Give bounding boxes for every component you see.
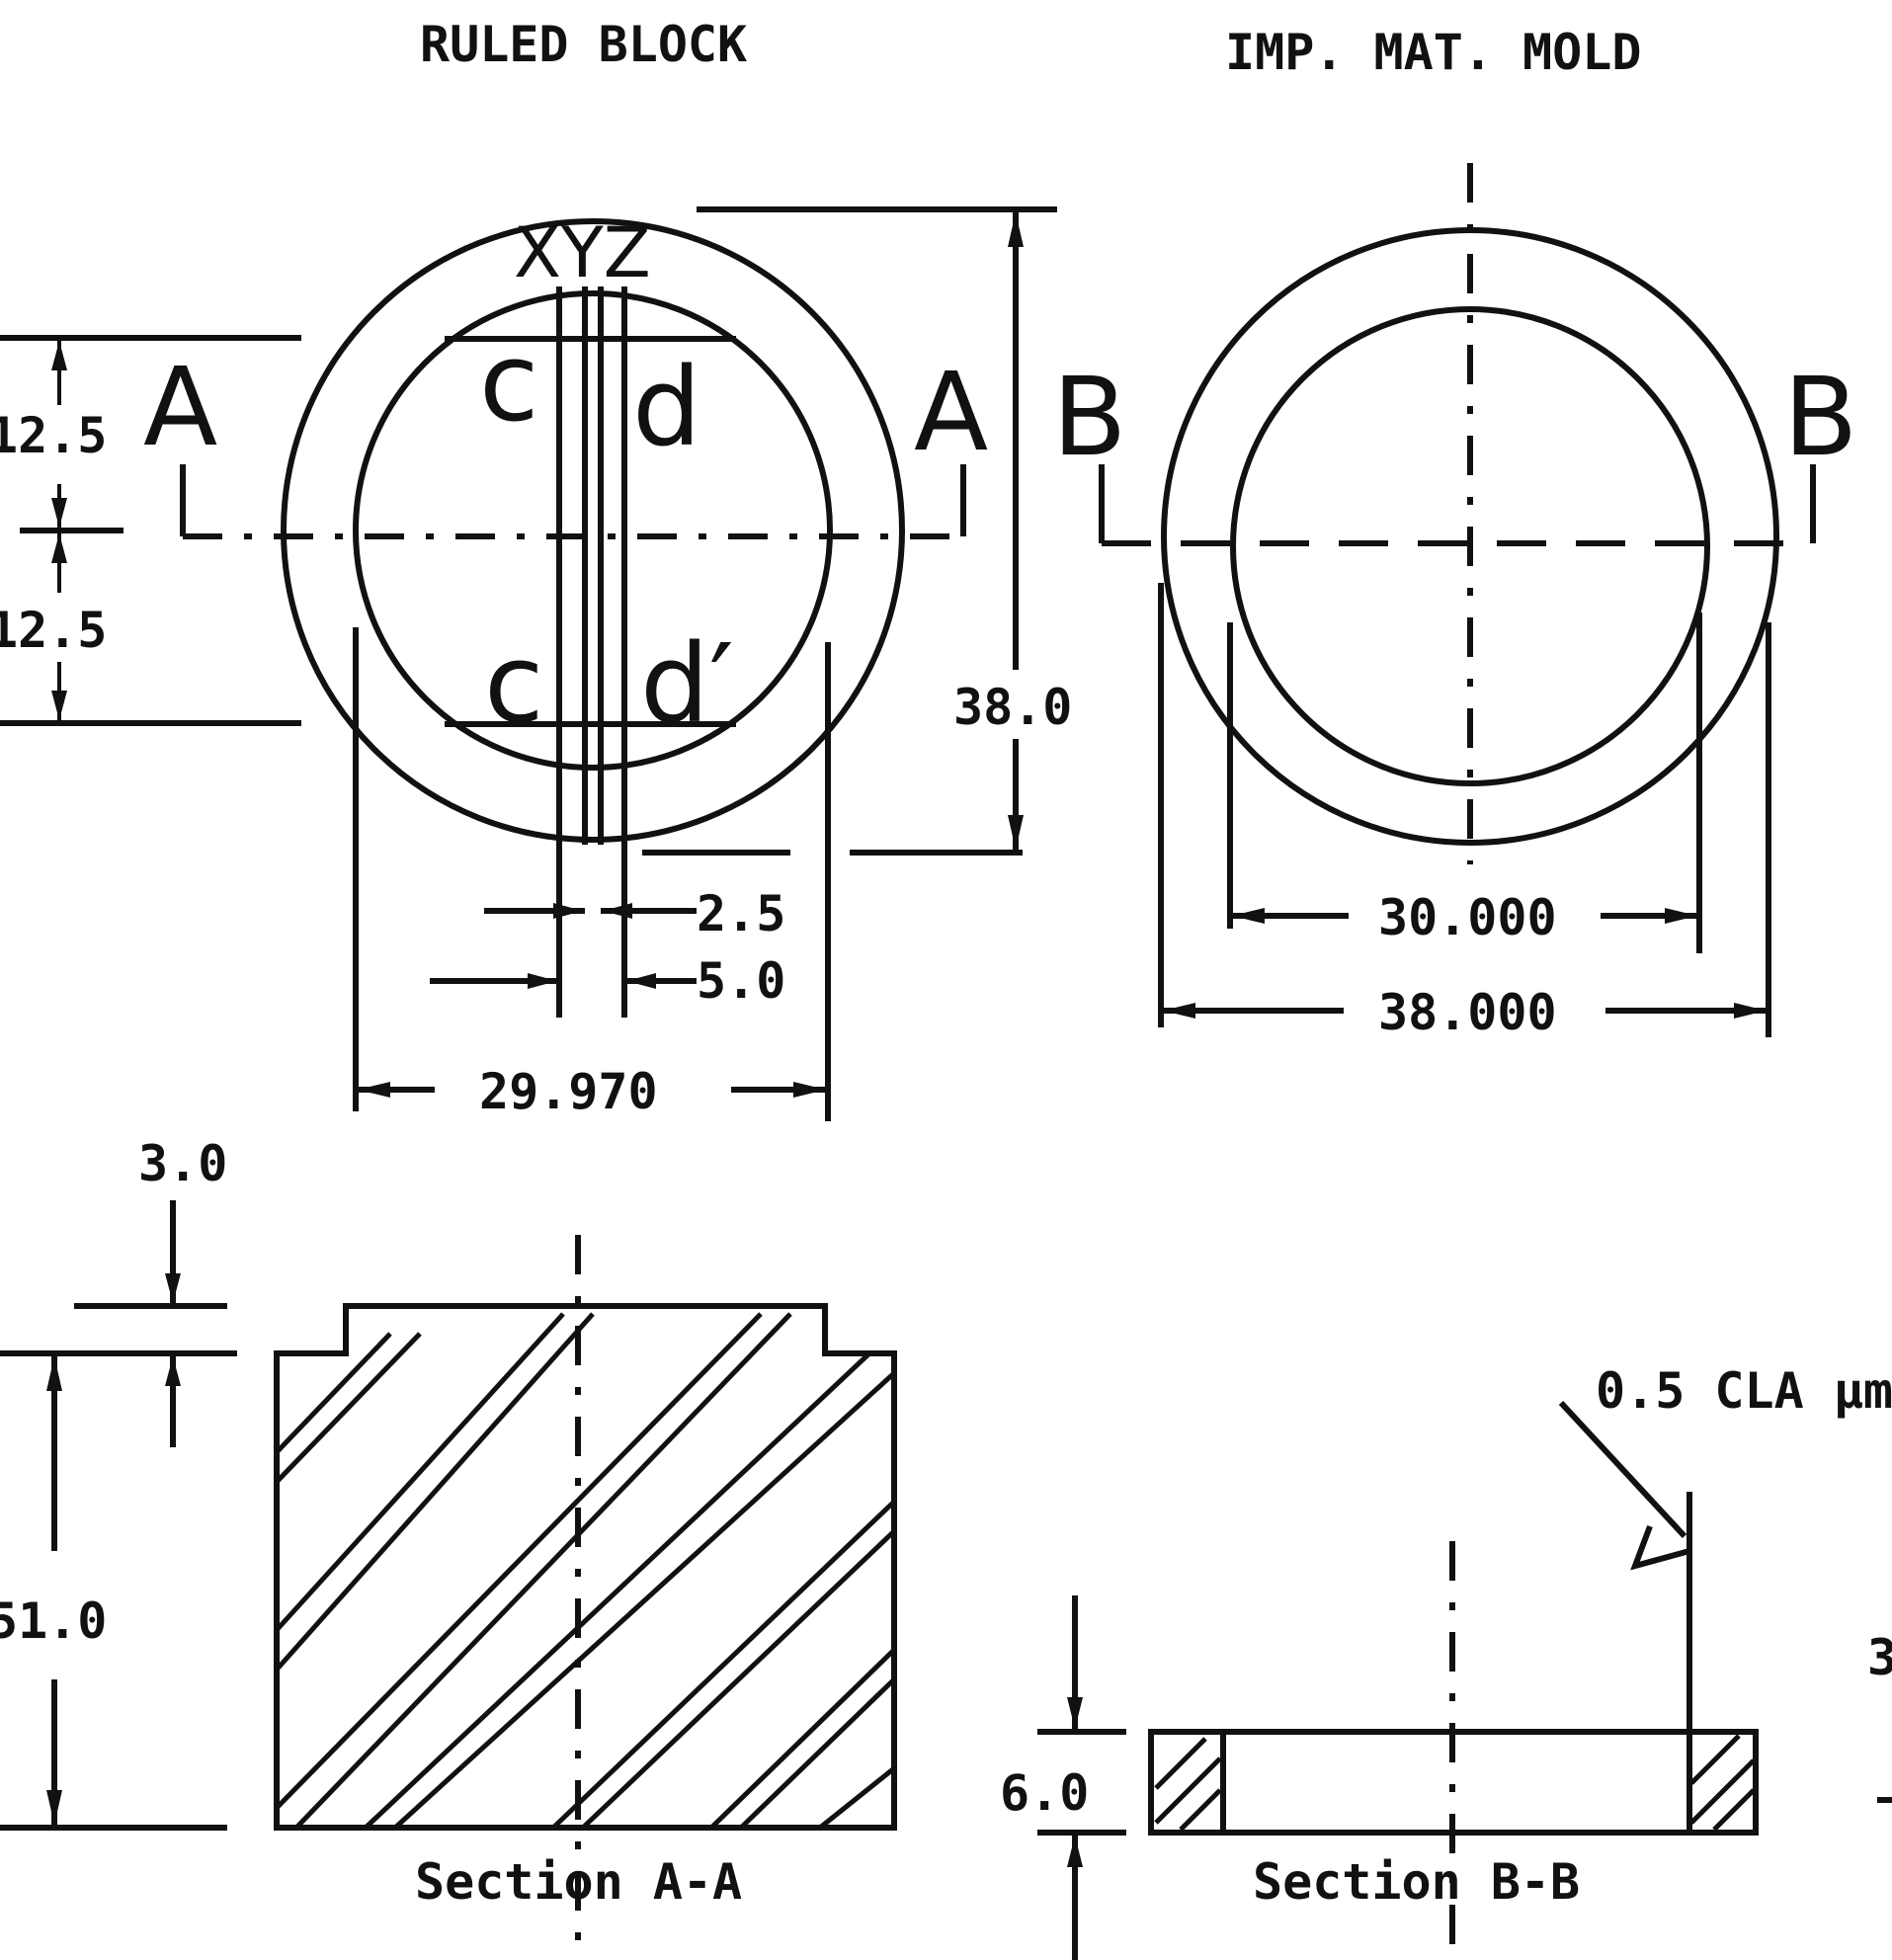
section-b-b-label: Section B-B [1253,1853,1580,1911]
mold-plan-view: B B [1052,163,1857,864]
dimension-38-0: 38.0 [642,206,1082,856]
mold-inner-circle [1230,306,1710,786]
right-edge-label: 3 [1867,1629,1892,1686]
dim-outer-diameter-ruled: 38.0 [953,679,1072,736]
dim-inner-diameter-ruled: 29.970 [479,1063,658,1120]
dimension-29-970: 29.970 [353,627,831,1121]
dimension-12-5: 12.5 12.5 [0,335,301,726]
surface-finish-symbol: 0.5 CLA μm [1558,1362,1892,1732]
ruled-block-plan-view: XYZ c d c d′ A A [143,212,988,845]
quadrant-d-lower: d′ [640,620,734,747]
dim-mold-outer: 38.000 [1378,984,1557,1041]
title-imp-mat-mold: IMP. MAT. MOLD [1225,24,1641,81]
dimension-mold-diameters: 30.000 38.000 [1158,583,1771,1041]
section-label-b-left: B [1052,354,1126,480]
ruled-inner-circle [353,290,833,771]
dim-slot-5-0: 5.0 [697,952,785,1010]
section-label-b-right: B [1783,354,1857,480]
ruled-outer-circle [281,218,905,843]
dim-mold-inner: 30.000 [1378,889,1557,946]
dimension-block-heights: 3.0 51.0 [0,1135,237,1831]
section-label-a-right: A [914,349,988,475]
surface-finish-label: 0.5 CLA μm [1596,1362,1892,1420]
dim-upper-half: 12.5 [0,407,107,464]
title-ruled-block: RULED BLOCK [420,16,747,73]
right-edge-fragment: 3 [1867,1629,1892,1803]
dim-block-height: 51.0 [0,1592,107,1650]
dim-slot-2-5: 2.5 [697,885,785,942]
dimension-slots: 2.5 5.0 [430,845,785,1018]
section-b-b-view: Section B-B [1148,1541,1759,1960]
dim-mold-thickness: 6.0 [1000,1764,1089,1822]
dim-step-height: 3.0 [138,1135,227,1192]
dim-lower-half: 12.5 [0,602,107,659]
xyz-label: XYZ [514,212,651,293]
section-a-a-view: Section A-A [274,1235,897,1960]
section-a-a-label: Section A-A [415,1853,742,1911]
quadrant-c-lower: c [484,620,543,747]
quadrant-c-upper: c [479,319,538,446]
section-label-a-left: A [143,344,217,470]
quadrant-d-upper: d [632,344,701,470]
dimension-6-0: 6.0 [1000,1595,1126,1960]
